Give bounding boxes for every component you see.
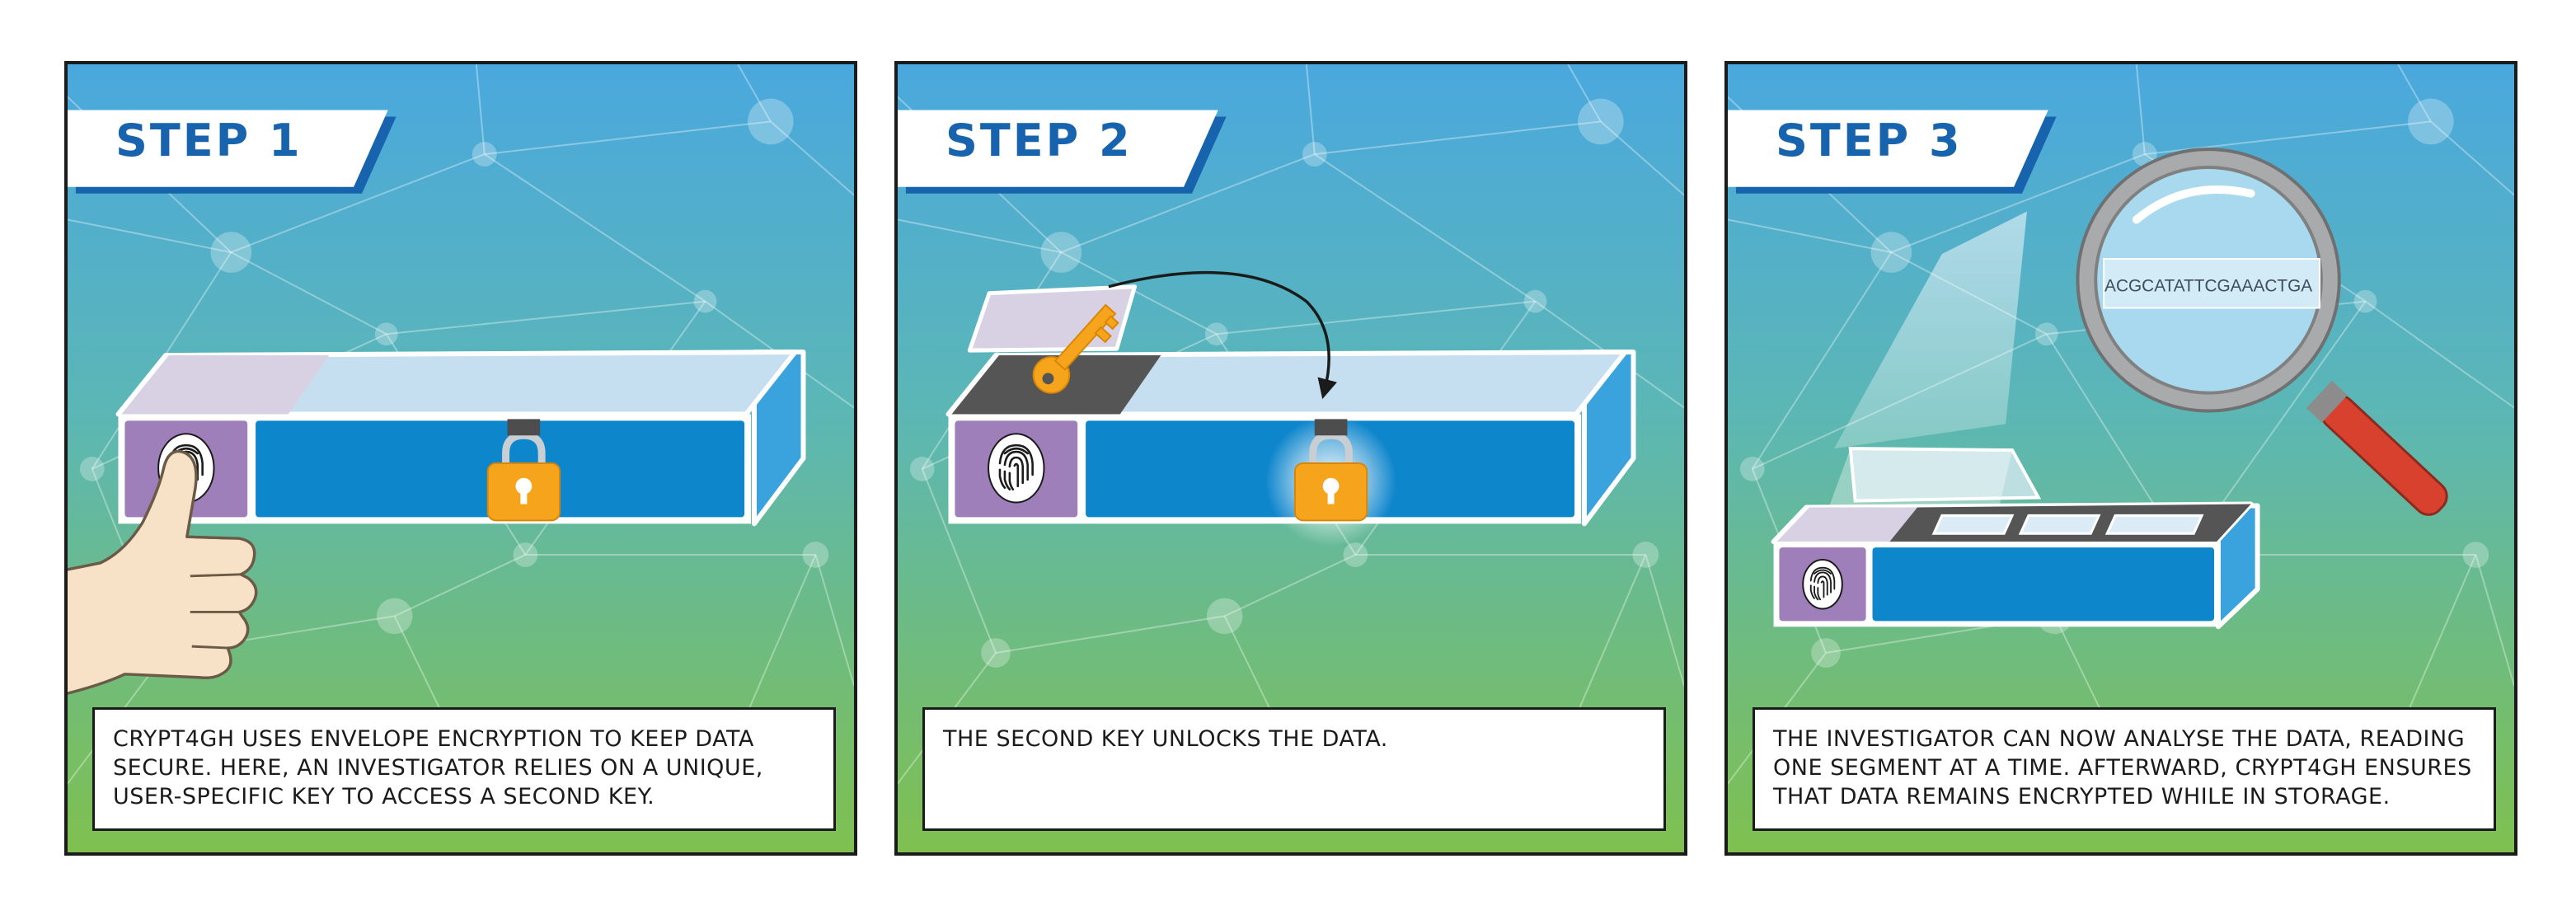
- step-1-illustration: [68, 64, 854, 852]
- magnifying-glass-icon: ACGCATATTCGAAACTGA: [2076, 148, 2448, 516]
- step-2-title: STEP 2: [945, 115, 1133, 167]
- panel-step-3: ACGCATATTCGAAACTGA STEP 3 THE INVESTIGAT…: [1724, 61, 2517, 856]
- step-1-title: STEP 1: [115, 115, 303, 167]
- step-2-caption: THE SECOND KEY UNLOCKS THE DATA.: [922, 707, 1666, 831]
- curved-arrow-icon: [1108, 270, 1338, 400]
- key-icon: [1032, 303, 1119, 394]
- step-3-caption: THE INVESTIGATOR CAN NOW ANALYSE THE DAT…: [1753, 707, 2496, 831]
- panel-step-1: STEP 1 CRYPT4GH USES ENVELOPE ENCRYPTION…: [64, 61, 857, 856]
- dna-sequence-text: ACGCATATTCGAAACTGA: [2104, 277, 2312, 296]
- step-3-title: STEP 3: [1776, 115, 1963, 167]
- thumbs-up-icon: [68, 449, 258, 695]
- panel-step-2: STEP 2 THE SECOND KEY UNLOCKS THE DATA.: [894, 61, 1687, 856]
- step-1-caption: CRYPT4GH USES ENVELOPE ENCRYPTION TO KEE…: [92, 707, 836, 831]
